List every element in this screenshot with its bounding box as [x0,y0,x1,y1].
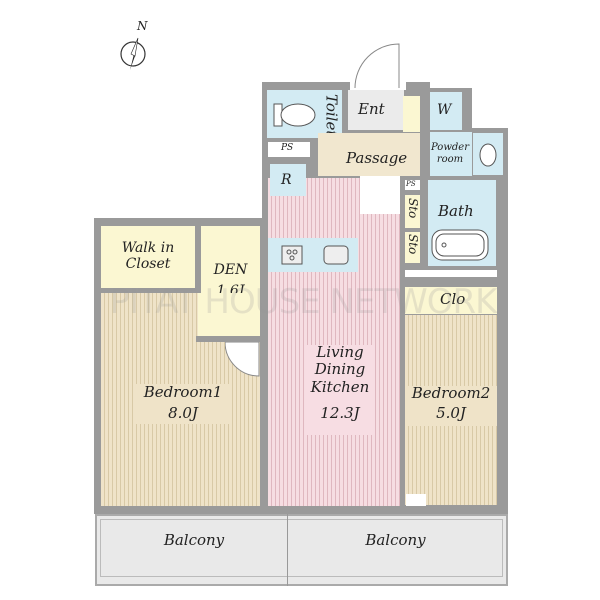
room-powder [430,132,472,176]
refrigerator-space [270,164,306,196]
ldk-label-bg [305,345,375,435]
label-closet: Clo [440,290,466,308]
den-wall [196,336,262,342]
storage-2 [405,232,420,263]
bedroom1-door-swing[interactable] [225,342,261,378]
label-balcony-left: Balcony [163,531,225,549]
shelf [405,270,497,277]
label-ldk: Living Dining Kitchen [310,343,370,396]
pipe-space-2 [405,180,420,190]
label-bedroom1: Bedroom1 [143,383,223,401]
label-bath: Bath [438,202,474,220]
label-storage-2: Sto [405,234,420,255]
bedroom1-label-bg [135,384,231,424]
balcony-divider [287,514,288,586]
label-entrance: Ent [358,100,385,118]
pipe-space-1 [268,142,310,157]
label-bedroom2: Bedroom2 [411,384,491,402]
label-storage-1: Sto [405,198,420,219]
door-swing-ldk[interactable] [360,176,400,214]
label-passage: Passage [346,149,408,167]
room-passage [318,133,420,176]
label-powder-room: Powder room [430,142,469,165]
entrance-door-swing[interactable] [352,42,408,90]
label-ps-1: PS [281,143,294,153]
bedroom2-label-bg [405,386,497,426]
sink-icon [479,143,497,167]
compass-icon [120,37,146,70]
room-closet [405,287,497,314]
label-toilet: Toilet [322,94,341,137]
balcony-inner [100,519,503,577]
room-den-lower [198,293,260,336]
compass-north-label: N [137,19,148,33]
shoe-cabinet [403,96,420,132]
label-bedroom1-size: 8.0J [168,404,198,422]
label-den: DEN [213,262,248,278]
room-washer [430,92,462,130]
room-walk-in-closet [101,226,195,288]
label-bedroom2-size: 5.0J [436,404,466,422]
storage-1 [405,195,420,228]
label-balcony-right: Balcony [365,531,426,549]
bathtub-icon [431,229,489,261]
label-walk-in-closet: Walk in Closet [121,240,175,273]
room-entrance [348,90,404,130]
label-refrigerator: R [281,172,292,188]
stove-and-sink-icon [281,245,349,265]
room-ldk [268,178,400,506]
entrance-door-opening [350,82,406,90]
balcony [95,514,508,586]
bedroom2-niche [406,494,426,506]
label-ldk-size: 12.3J [320,404,360,422]
label-washer: W [437,102,452,118]
toilet-icon [273,103,316,127]
watermark: PITAT HOUSE NETWORK [109,282,498,322]
label-ps-2: PS [406,180,416,188]
